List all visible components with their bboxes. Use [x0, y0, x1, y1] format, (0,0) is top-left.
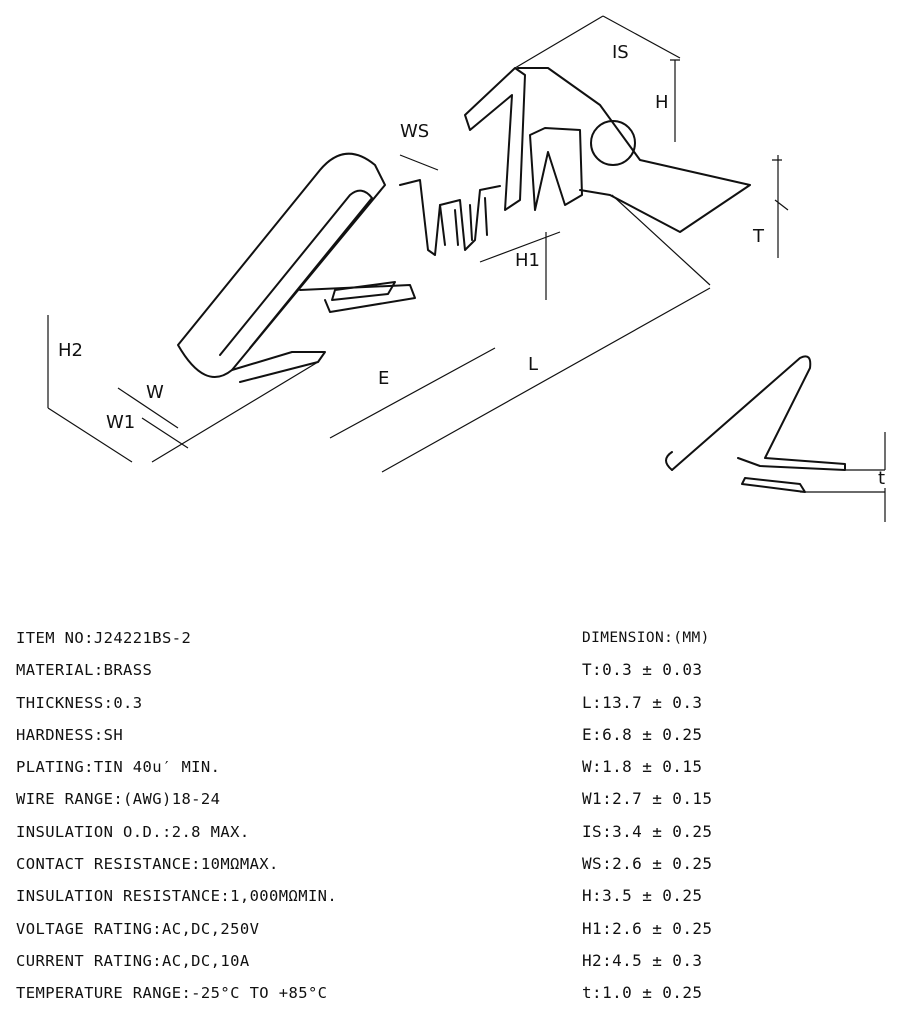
contact-loop [177, 152, 386, 378]
spec-item: TEMPERATURE RANGE:-25°C TO +85°C [16, 984, 328, 1003]
dimension-item: IS:3.4 ± 0.25 [582, 821, 713, 841]
spec-item: WIRE RANGE:(AWG)18-24 [16, 790, 221, 809]
label-e: E [378, 368, 389, 389]
side-profile [671, 355, 846, 471]
tab-hole [590, 120, 636, 166]
tab [517, 67, 751, 233]
spec-item: INSULATION RESISTANCE:1,000MΩMIN. [16, 887, 338, 906]
label-l: L [528, 354, 538, 375]
label-ws: WS [400, 121, 429, 142]
label-t: T [752, 226, 765, 247]
spec-item: PLATING:TIN 40u′ MIN. [16, 758, 221, 777]
spec-item: ITEM NO:J24221BS-2 [16, 629, 192, 647]
terminal-drawing: IS H WS T H1 H2 E L W W1 t [47, 15, 886, 522]
dimension-list: DIMENSION:(MM) T:0.3 ± 0.03 L:13.7 ± 0.3… [582, 628, 712, 1016]
label-is: IS [612, 42, 629, 63]
insulation-crimp [464, 67, 526, 211]
spec-item: CONTACT RESISTANCE:10MΩMAX. [16, 855, 279, 874]
dimension-item: t:1.0 ± 0.25 [582, 983, 703, 1003]
dimension-item: WS:2.6 ± 0.25 [582, 854, 713, 874]
dimension-item: L:13.7 ± 0.3 [582, 692, 703, 712]
spec-list: ITEM NO:J24221BS-2 MATERIAL:BRASS THICKN… [16, 628, 337, 1016]
dimension-header: DIMENSION:(MM) [582, 630, 710, 646]
dimension-item: E:6.8 ± 0.25 [582, 724, 703, 744]
spec-item: INSULATION O.D.:2.8 MAX. [16, 822, 250, 841]
base-strip [299, 284, 416, 313]
wire-crimp-slots [439, 197, 488, 246]
dimension-item: H2:4.5 ± 0.3 [582, 950, 703, 970]
dimension-item: H1:2.6 ± 0.25 [582, 918, 713, 938]
dimension-item: T:0.3 ± 0.03 [582, 660, 703, 680]
label-h1: H1 [515, 250, 540, 271]
insulation-crimp-2 [529, 127, 583, 211]
dimension-item: W:1.8 ± 0.15 [582, 757, 703, 777]
contact-loop-inner [219, 189, 373, 356]
label-w1: W1 [106, 412, 135, 433]
label-h2: H2 [58, 340, 83, 361]
spec-item: HARDNESS:SH [16, 725, 124, 744]
spec-item: CURRENT RATING:AC,DC,10A [16, 951, 250, 970]
label-h: H [655, 92, 669, 113]
label-small-t: t [878, 468, 885, 489]
dimension-item: H:3.5 ± 0.25 [582, 886, 703, 906]
spec-item: MATERIAL:BRASS [16, 661, 153, 680]
dimension-item: W1:2.7 ± 0.15 [582, 789, 713, 809]
base-slot [331, 281, 396, 301]
wire-crimp [399, 179, 501, 256]
label-w: W [146, 382, 164, 403]
contact-tongue [231, 351, 326, 383]
spec-item: THICKNESS:0.3 [16, 693, 143, 712]
spec-item: VOLTAGE RATING:AC,DC,250V [16, 919, 260, 938]
